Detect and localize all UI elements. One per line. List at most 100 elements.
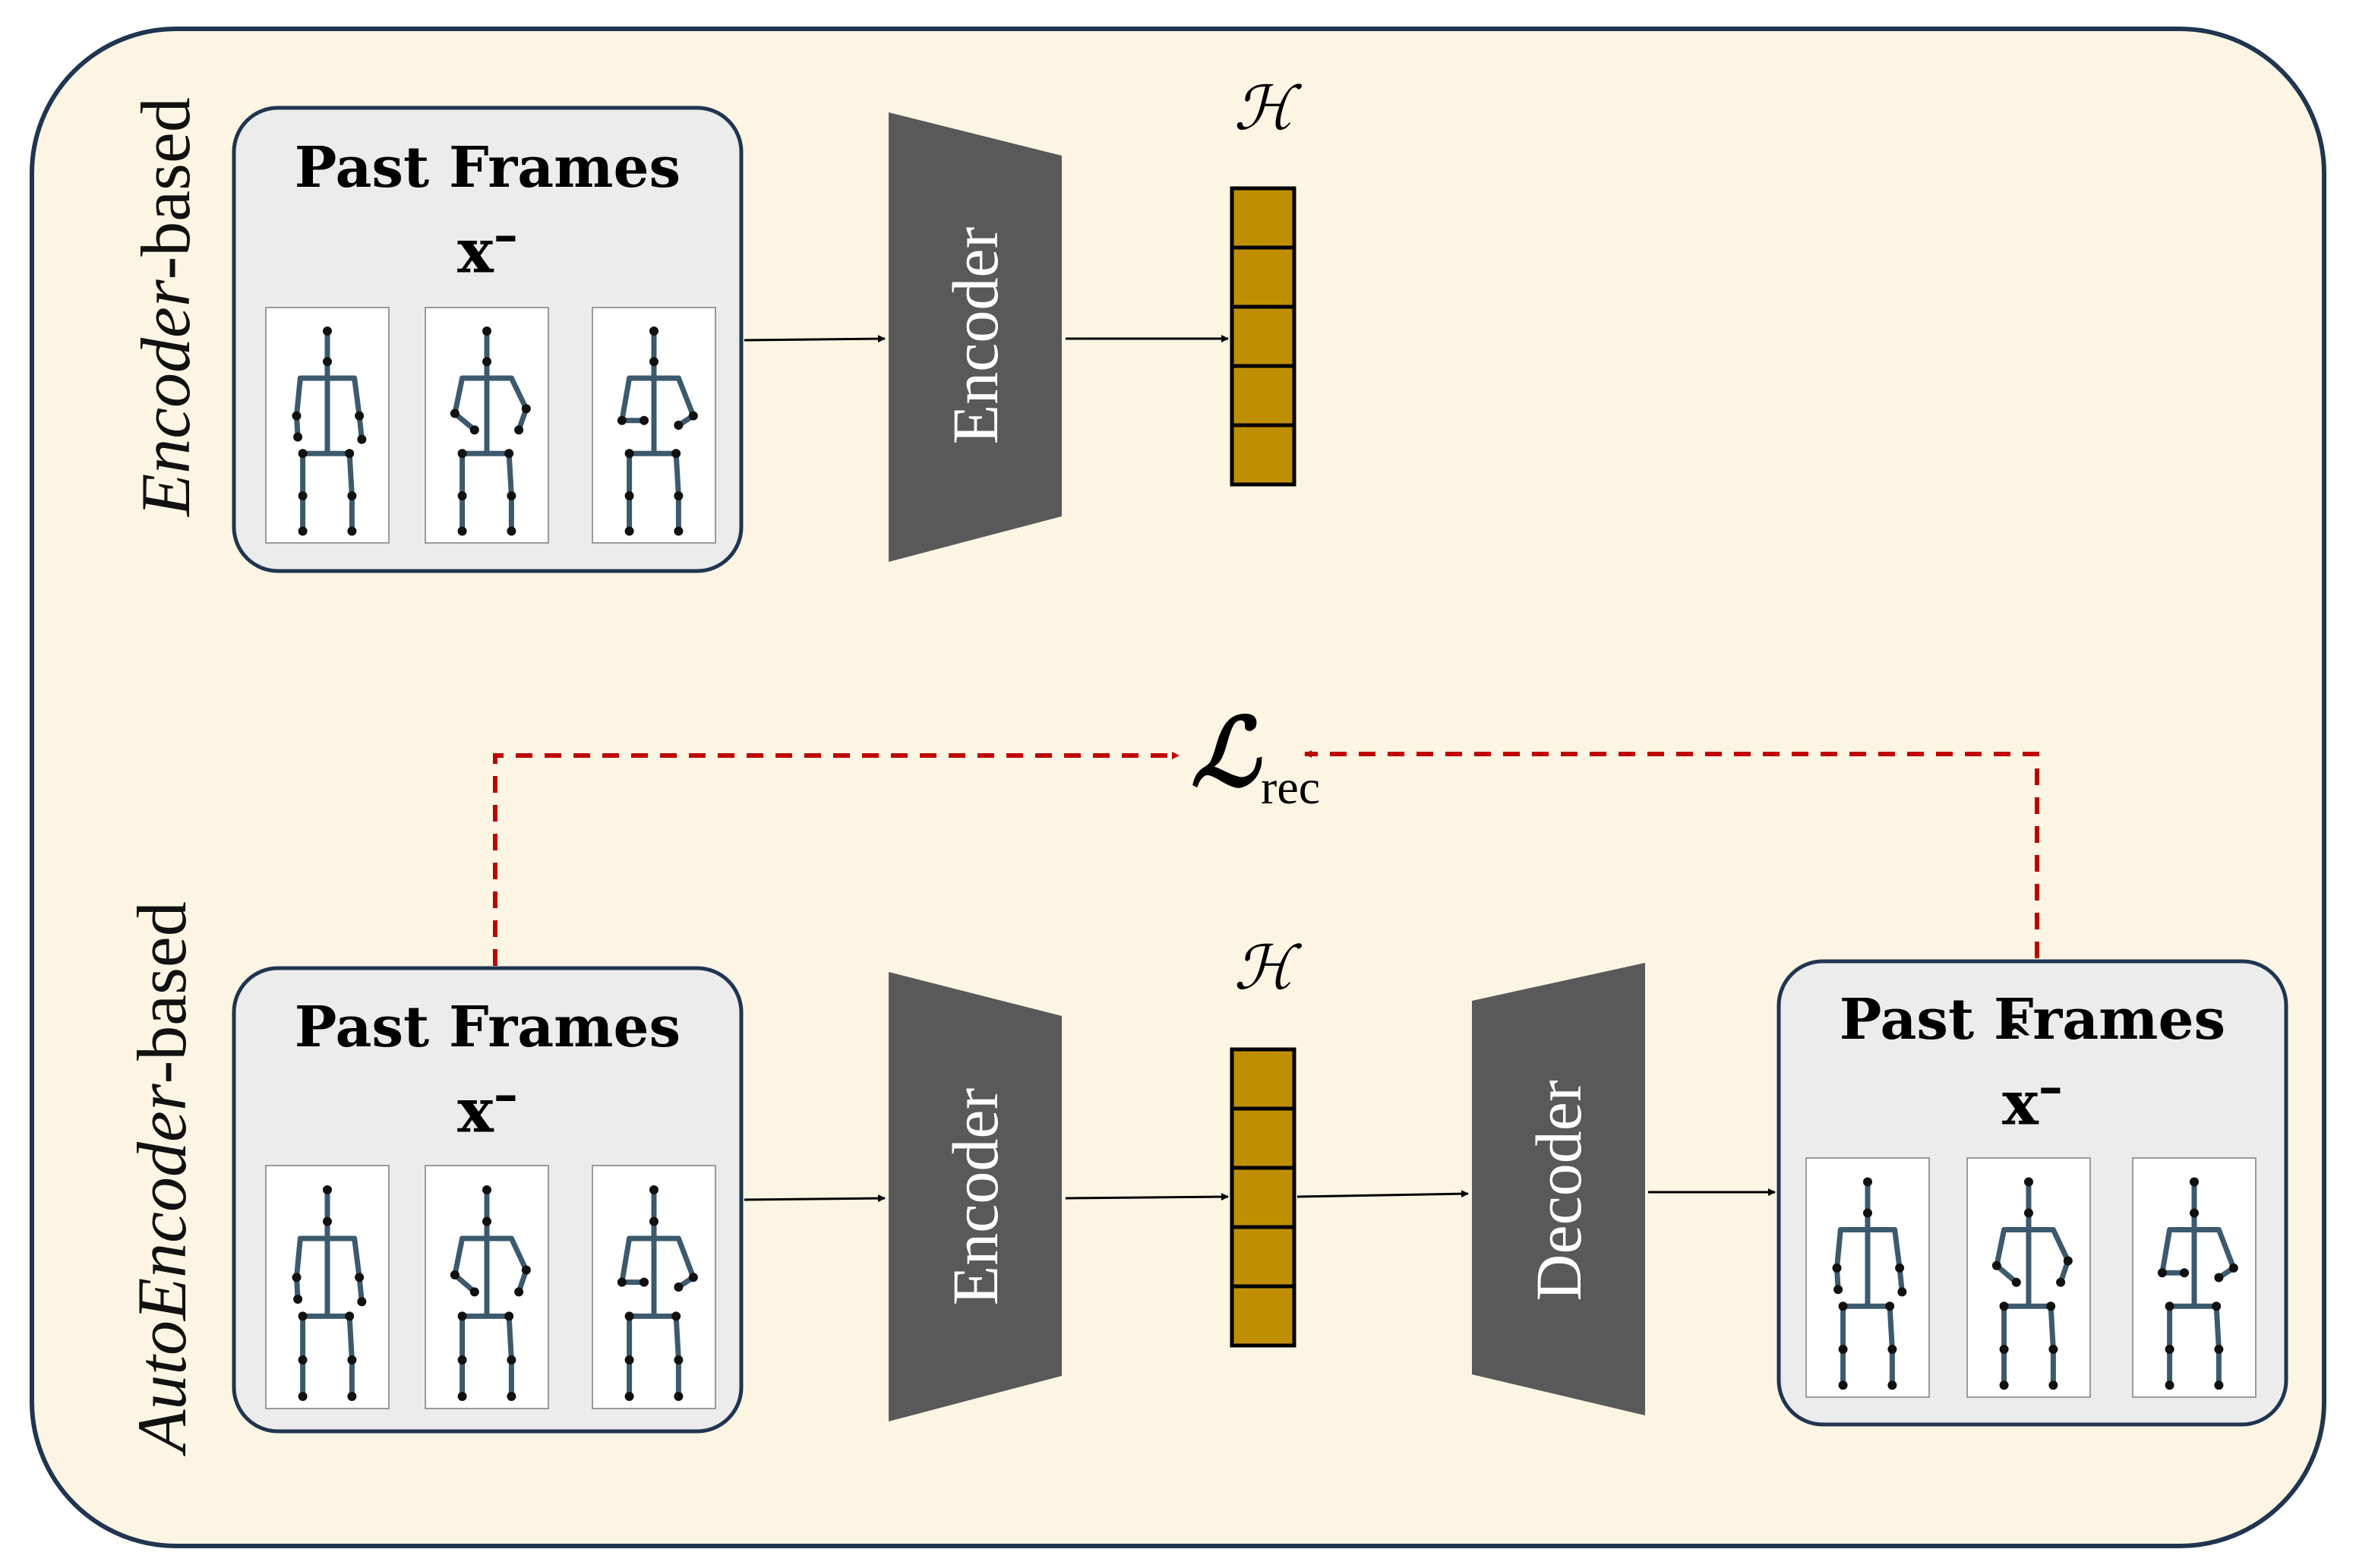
skeleton-joint [640, 1277, 649, 1287]
skeleton-joint [2190, 1208, 2199, 1218]
skeleton-joint [507, 526, 516, 536]
loss-arrow-from-output [1304, 750, 2039, 958]
skeleton-joint [469, 425, 479, 435]
skeleton-joint [514, 1287, 524, 1297]
skeleton-bone [346, 1313, 355, 1363]
skeleton-joint [323, 1185, 332, 1194]
output-frames-variable: ^x– [1779, 1014, 2286, 1139]
skeleton-joint [617, 1277, 627, 1287]
skeleton-joint [482, 1185, 491, 1194]
variable-symbol: x [457, 1074, 494, 1147]
skeleton-joint [298, 1311, 308, 1321]
skeleton-bone [1994, 1227, 2007, 1269]
skeleton-bone [506, 450, 514, 499]
skeleton-figure [617, 327, 698, 536]
skeleton-joint [1999, 1301, 2009, 1311]
skeleton-bone [508, 375, 529, 412]
skeleton-figure [450, 327, 531, 536]
skeleton-joint [2157, 1268, 2167, 1278]
skeleton-joint [347, 526, 357, 536]
skeleton-joint [1838, 1345, 1848, 1354]
skeleton-figure [450, 1185, 531, 1401]
section-label-emphasis: Encoder [127, 279, 204, 516]
skeleton-joint [649, 357, 658, 367]
skeleton-bone [294, 375, 303, 419]
skeleton-joint [355, 1273, 365, 1282]
skeleton-joint [450, 409, 460, 418]
skeleton-joint [671, 1311, 681, 1321]
skeleton-joint [345, 1311, 355, 1321]
skeleton-bone [675, 1235, 696, 1280]
skeleton-joint [624, 1355, 634, 1365]
skeleton-joint [521, 1265, 531, 1275]
skeleton-figure [1832, 1177, 1907, 1390]
skeleton-joint [674, 1392, 684, 1401]
skeleton-bone [452, 375, 466, 416]
skeleton-bone [619, 1235, 633, 1286]
skeleton-joint [649, 1185, 658, 1194]
arrow-frames-to-encoder-bottom [744, 1194, 886, 1203]
skeleton-joint [504, 1311, 514, 1321]
skeleton-joint [298, 1355, 308, 1365]
skeleton-joint [617, 415, 627, 425]
latent-vector-top [1230, 186, 1296, 487]
skeleton-joint [624, 1311, 634, 1321]
loss-arrow-from-input [493, 752, 1180, 966]
skeleton-joint [292, 1273, 302, 1282]
skeleton-bone [2048, 1303, 2056, 1352]
skeleton-joint [2214, 1345, 2224, 1354]
skeleton-joint [347, 491, 357, 500]
skeleton-joint [1863, 1208, 1872, 1218]
skeleton-joint [345, 449, 355, 459]
skeleton-bone [506, 1313, 514, 1363]
skeleton-joint [671, 449, 681, 459]
variable-superscript: – [493, 207, 518, 263]
skeleton-joint [293, 432, 303, 442]
input-frames-title-bottom: Past Frames [294, 995, 681, 1060]
skeleton-joint [2165, 1345, 2174, 1354]
skeleton-bone [1887, 1303, 1895, 1352]
skeleton-bone [508, 1235, 529, 1273]
skeleton-bone [2213, 1303, 2222, 1352]
skeleton-bone [2050, 1227, 2071, 1264]
skeleton-joint [1887, 1380, 1897, 1390]
skeleton-joint [2063, 1256, 2073, 1266]
skeleton-figures [292, 327, 2238, 1401]
input-frames-variable-top: x– [234, 207, 741, 287]
skeleton-joint [1863, 1177, 1872, 1187]
input-frames-variable-bottom: x– [234, 1066, 741, 1147]
skeleton-joint [292, 411, 302, 421]
arrow-latent-to-decoder [1296, 1190, 1469, 1198]
skeleton-joint [298, 491, 308, 500]
skeleton-figure [292, 1185, 367, 1401]
encoder-block-bottom [889, 972, 1062, 1421]
variable-hat: ^ [1996, 1014, 2035, 1068]
skeleton-joint [323, 327, 332, 336]
skeleton-joint [1991, 1260, 2001, 1270]
arrow-encoder-to-latent-bottom [1065, 1193, 1229, 1201]
input-frames-title-top: Past Frames [294, 135, 681, 200]
skeleton-joint [1838, 1380, 1848, 1390]
skeleton-joint [482, 357, 491, 367]
skeleton-joint [482, 327, 491, 336]
latent-symbol-bottom: ℋ [1233, 935, 1294, 1002]
skeleton-joint [323, 357, 332, 367]
skeleton-joint [1832, 1263, 1842, 1273]
skeleton-joint [357, 1297, 367, 1307]
loss-symbol: ℒ [1191, 702, 1259, 806]
skeleton-joint [357, 434, 367, 444]
arrow-frames-to-encoder-top [744, 335, 886, 343]
encoder-label-bottom: Encoder [939, 1087, 1012, 1306]
skeleton-bone [352, 1235, 362, 1280]
skeleton-joint [2024, 1208, 2033, 1218]
skeleton-joint [2048, 1345, 2058, 1354]
skeleton-bone [2159, 1227, 2173, 1276]
skeleton-joint [521, 404, 531, 414]
section-label-encoder-based: Encoder-based [125, 97, 204, 516]
skeleton-joint [1999, 1345, 2009, 1354]
skeleton-joint [688, 1273, 698, 1282]
skeleton-thumbnails-bottom [265, 1165, 716, 1409]
skeleton-joint [355, 411, 365, 421]
output-frames-title: Past Frames [1839, 987, 2226, 1052]
